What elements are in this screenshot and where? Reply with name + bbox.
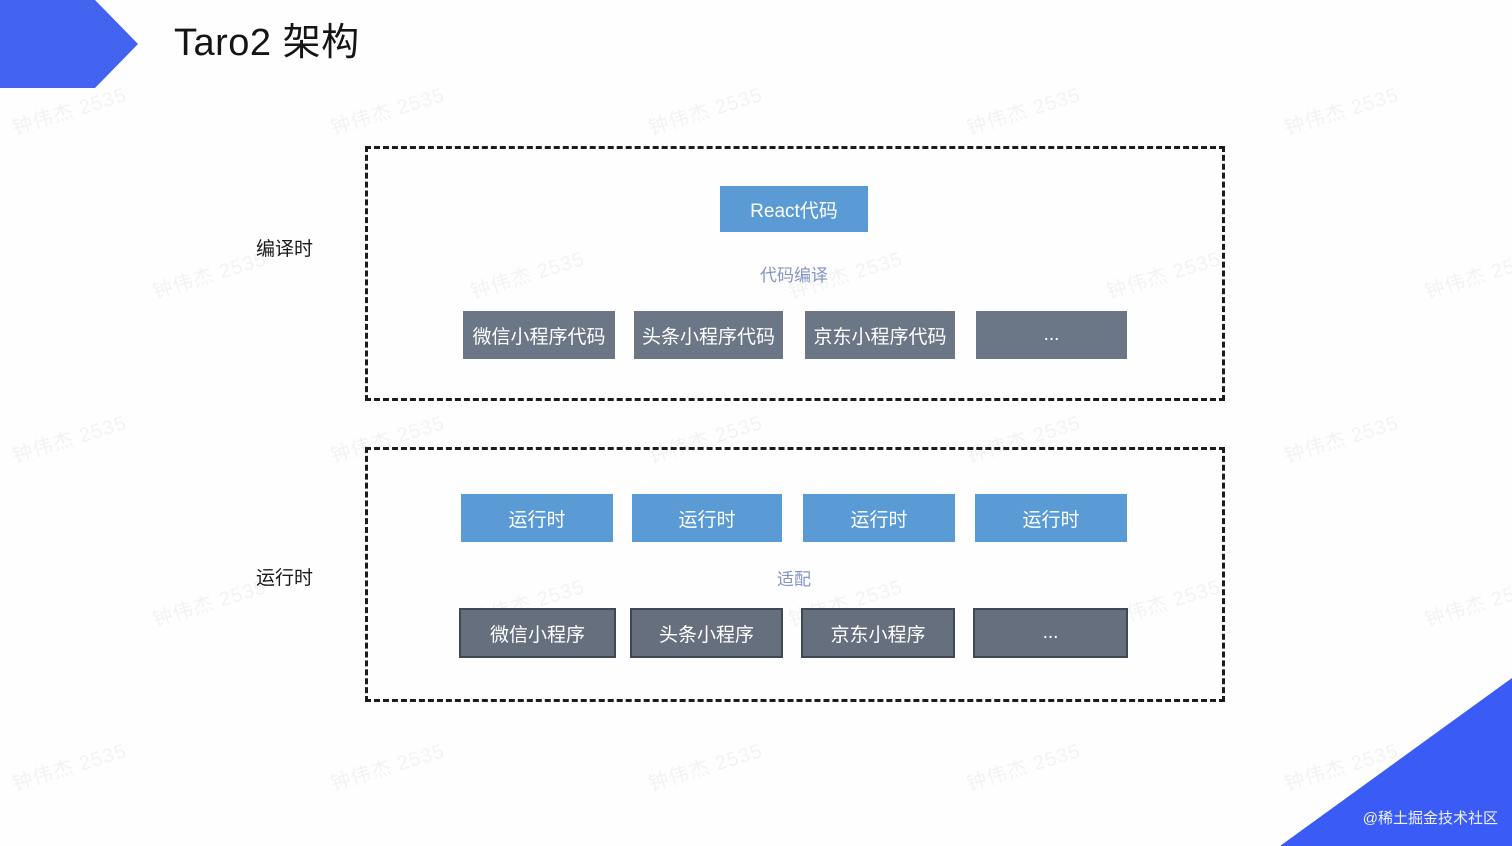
node-runtime-target-0[interactable]: 微信小程序 (459, 608, 616, 658)
connector-label-runtime: 适配 (777, 570, 811, 589)
node-runtime-1[interactable]: 运行时 (632, 494, 782, 542)
phase-label-runtime: 运行时 (256, 568, 314, 589)
node-runtime-2[interactable]: 运行时 (803, 494, 955, 542)
compile-phase-container (365, 146, 1225, 401)
node-runtime-target-1[interactable]: 头条小程序 (630, 608, 783, 658)
runtime-phase-container (365, 447, 1225, 702)
node-compile-target-1[interactable]: 头条小程序代码 (634, 311, 783, 359)
node-runtime-3[interactable]: 运行时 (975, 494, 1127, 542)
node-runtime-0[interactable]: 运行时 (461, 494, 613, 542)
page-title: Taro2 架构 (174, 22, 360, 64)
node-compile-target-0[interactable]: 微信小程序代码 (463, 311, 615, 359)
node-compile-target-3[interactable]: ... (976, 311, 1127, 359)
node-compile-target-2[interactable]: 京东小程序代码 (805, 311, 955, 359)
node-react-code[interactable]: React代码 (720, 186, 868, 232)
node-runtime-target-3[interactable]: ... (973, 608, 1128, 658)
node-runtime-target-2[interactable]: 京东小程序 (801, 608, 955, 658)
connector-label-compile: 代码编译 (760, 266, 828, 285)
community-credit: @稀土掘金技术社区 (1362, 810, 1498, 827)
phase-label-compile: 编译时 (256, 239, 314, 260)
